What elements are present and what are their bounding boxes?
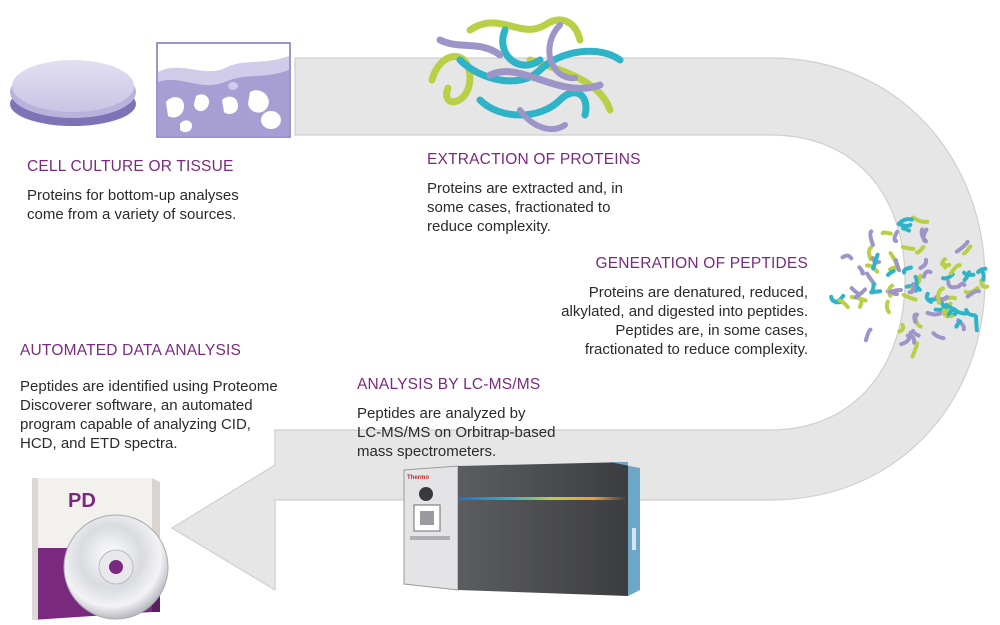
peptide-fragment: [910, 341, 920, 359]
peptide-fragment: [857, 265, 866, 276]
step-description: Peptides are analyzed by LC-MS/MS on Orb…: [357, 405, 556, 460]
disc-icon: [63, 514, 169, 620]
peptide-fragment: [884, 299, 891, 315]
peptide-fragment: [940, 257, 948, 270]
peptide-fragment: [840, 253, 854, 261]
peptide-fragment: [880, 230, 893, 236]
step-lcms-analysis: ANALYSIS BY LC-MS/MS Peptides are analyz…: [357, 376, 555, 461]
peptide-fragment: [973, 314, 979, 333]
peptide-fragment: [954, 239, 970, 254]
peptide-fragment: [897, 322, 906, 334]
peptide-fragments-icon: [829, 215, 990, 359]
peptide-fragment: [946, 279, 959, 290]
peptide-fragment: [915, 245, 926, 255]
step-cell-culture: CELL CULTURE OR TISSUE Proteins for bott…: [27, 158, 239, 224]
peptide-fragment: [954, 319, 963, 329]
step-title: EXTRACTION OF PROTEINS: [427, 151, 641, 168]
peptide-fragment: [912, 312, 920, 324]
peptide-fragment: [863, 327, 873, 343]
peptide-fragment: [886, 283, 895, 298]
petri-dish-icon: [10, 60, 136, 126]
peptide-fragment: [921, 269, 933, 279]
peptide-fragment: [896, 217, 914, 226]
step-extraction: EXTRACTION OF PROTEINS Proteins are extr…: [427, 151, 641, 236]
peptide-fragment: [953, 309, 969, 316]
step-description: Peptides are identified using Proteome D…: [20, 378, 278, 452]
peptide-fragment: [946, 307, 956, 317]
step-description: Proteins are extracted and, in some case…: [427, 180, 623, 235]
peptide-fragment: [976, 266, 988, 275]
peptide-fragment: [901, 265, 913, 275]
peptide-fragment: [941, 272, 955, 281]
peptide-fragment: [956, 281, 967, 289]
peptide-fragment: [905, 333, 917, 345]
process-arrow-band: [170, 57, 986, 592]
peptide-fragment: [901, 292, 918, 302]
tissue-section-icon: [156, 42, 291, 138]
step-title: AUTOMATED DATA ANALYSIS: [20, 342, 242, 359]
peptide-fragment: [936, 286, 946, 305]
peptide-fragment: [907, 282, 916, 295]
peptide-fragment: [898, 222, 913, 228]
peptide-fragment: [871, 252, 880, 271]
peptide-fragment: [925, 310, 943, 317]
peptide-fragment: [868, 229, 875, 247]
peptide-fragment: [853, 287, 867, 300]
peptide-fragment: [911, 215, 930, 224]
step-peptide-generation: GENERATION OF PEPTIDES Proteins are dena…: [561, 255, 808, 359]
peptide-fragment: [901, 245, 916, 251]
step-data-analysis: AUTOMATED DATA ANALYSIS Peptides are ide…: [20, 342, 278, 453]
peptide-fragment: [913, 274, 919, 293]
peptide-fragment: [886, 269, 896, 277]
protein-strands-icon: [428, 16, 624, 132]
peptide-fragment: [979, 278, 990, 289]
peptide-fragment: [964, 308, 977, 318]
peptide-fragment: [962, 270, 972, 283]
peptide-fragment: [901, 226, 911, 233]
step-description: Proteins for bottom-up analyses come fro…: [27, 187, 239, 223]
peptide-fragment: [892, 229, 900, 243]
peptide-fragment: [948, 263, 962, 276]
peptide-fragment: [918, 257, 929, 270]
step-description: Proteins are denatured, reduced, alkylat…: [561, 284, 808, 358]
peptide-fragment: [837, 298, 850, 310]
peptide-fragment: [919, 227, 928, 244]
peptide-fragment: [869, 282, 876, 295]
peptide-fragment: [931, 331, 946, 341]
software-box-label: PD: [68, 490, 96, 512]
peptide-fragment: [961, 244, 973, 256]
peptide-fragment: [888, 287, 903, 294]
peptide-fragment: [849, 295, 868, 303]
peptide-fragment: [867, 245, 874, 261]
peptide-fragment: [849, 286, 860, 296]
peptide-fragment: [911, 329, 921, 338]
step-title: CELL CULTURE OR TISSUE: [27, 158, 234, 175]
peptide-fragment: [980, 270, 986, 282]
step-title: GENERATION OF PEPTIDES: [595, 255, 808, 272]
instrument-brand-label: Thermo: [407, 475, 429, 481]
step-title: ANALYSIS BY LC-MS/MS: [357, 376, 541, 393]
mass-spectrometer-icon: [403, 462, 640, 596]
peptide-fragment: [893, 258, 902, 273]
peptide-fragment: [965, 289, 981, 299]
